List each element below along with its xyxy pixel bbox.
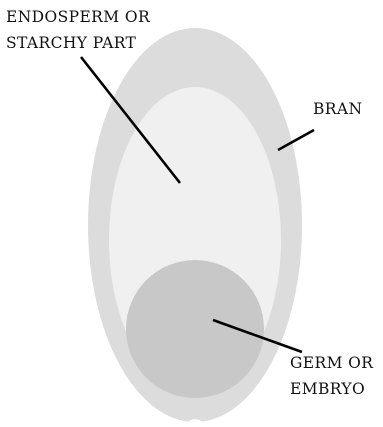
endosperm-label-line1: ENDOSPERM OR — [6, 4, 150, 30]
bran-label-line1: BRAN — [313, 96, 362, 122]
germ-label-line1: GERM OR — [290, 350, 373, 376]
bran-label: BRAN — [313, 96, 362, 122]
germ-label: GERM OR EMBRYO — [290, 350, 373, 402]
endosperm-label: ENDOSPERM OR STARCHY PART — [6, 4, 150, 56]
endosperm-label-line2: STARCHY PART — [6, 30, 150, 56]
germ-label-line2: EMBRYO — [290, 376, 373, 402]
germ-region — [126, 260, 264, 398]
